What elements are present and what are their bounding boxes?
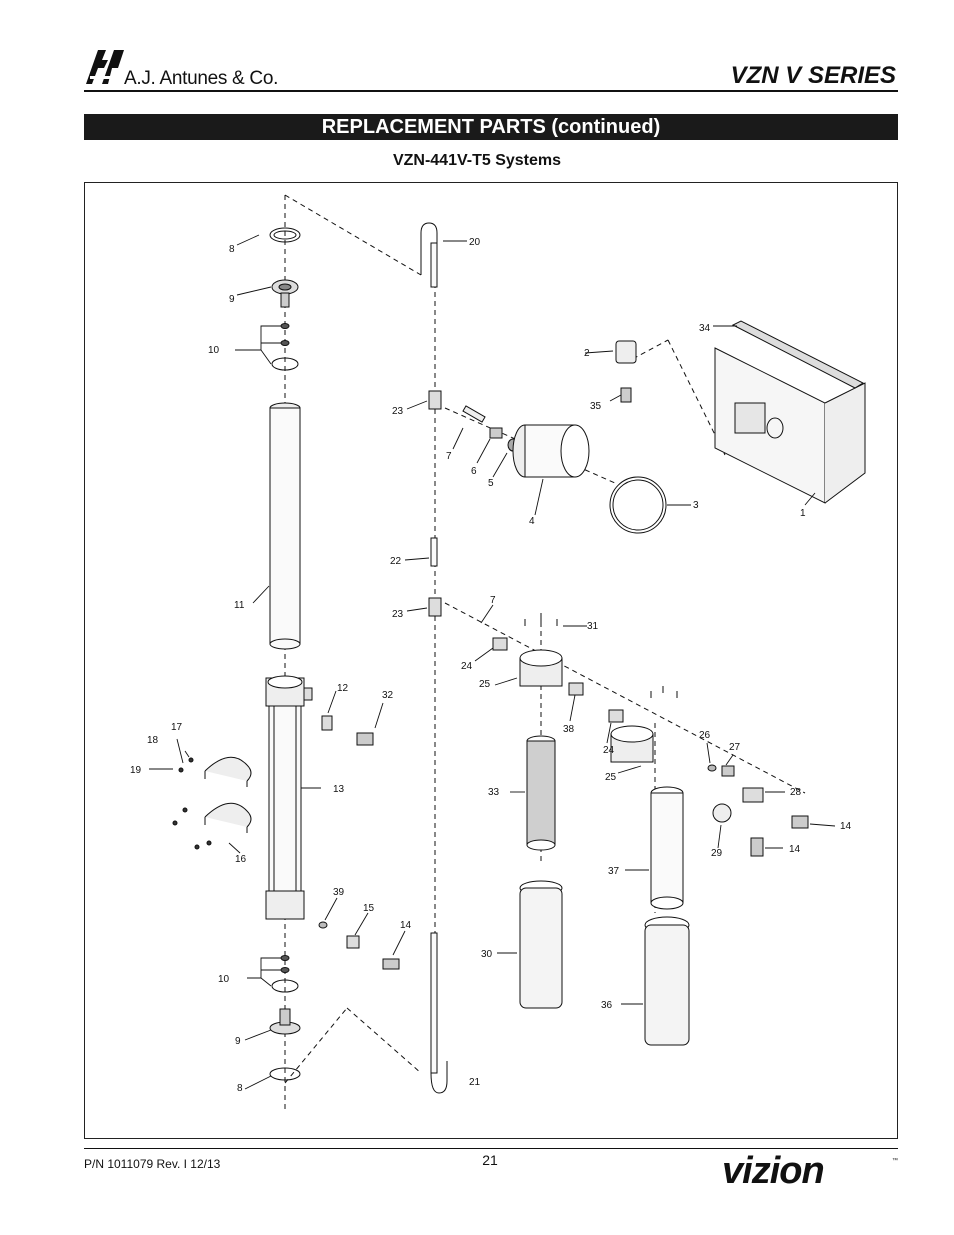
callout-5: 5 (488, 478, 494, 489)
callout-2: 2 (584, 348, 590, 359)
callout-25b: 25 (605, 772, 617, 783)
part-number: P/N 1011079 Rev. I 12/13 (84, 1157, 221, 1171)
page-number: 21 (482, 1152, 498, 1168)
callout-37: 37 (608, 866, 620, 877)
callout-18: 18 (147, 735, 159, 746)
trademark-mark: ™ (892, 1158, 898, 1164)
callout-14c: 14 (789, 844, 801, 855)
callout-24: 24 (461, 661, 473, 672)
callout-9: 9 (229, 294, 235, 305)
series-title: VZN V SERIES (730, 62, 896, 89)
callout-8: 8 (229, 244, 235, 255)
callout-27: 27 (729, 742, 741, 753)
callout-31: 31 (587, 621, 599, 632)
callout-7: 7 (446, 451, 452, 462)
callout-22: 22 (390, 556, 402, 567)
callout-33: 33 (488, 787, 500, 798)
callout-9b: 9 (235, 1036, 241, 1047)
callout-26: 26 (699, 730, 711, 741)
brand-wordmark: vizion (722, 1150, 825, 1192)
callout-12: 12 (337, 683, 349, 694)
callout-24b: 24 (603, 745, 615, 756)
callout-25: 25 (479, 679, 491, 690)
callout-10b: 10 (218, 974, 230, 985)
header-rule (84, 90, 898, 92)
callout-29: 29 (711, 848, 723, 859)
footer-rule (84, 1148, 898, 1149)
callout-7b: 7 (490, 595, 496, 606)
callout-8b: 8 (237, 1083, 243, 1094)
company-logo: A.J. Antunes & Co. (84, 44, 284, 90)
callout-36: 36 (601, 1000, 613, 1011)
callout-11: 11 (234, 600, 245, 611)
callout-15: 15 (363, 903, 375, 914)
callout-30: 30 (481, 949, 493, 960)
callout-39: 39 (333, 887, 345, 898)
callout-21: 21 (469, 1077, 481, 1088)
callout-1: 1 (800, 508, 806, 519)
callout-32: 32 (382, 690, 394, 701)
callout-23: 23 (392, 406, 404, 417)
callout-14b: 14 (840, 821, 852, 832)
callout-10: 10 (208, 345, 220, 356)
callout-28: 28 (790, 787, 802, 798)
callout-17: 17 (171, 722, 183, 733)
callout-19: 19 (130, 765, 142, 776)
exploded-parts-diagram: 8 9 10 11 13 12 32 17 18 19 16 39 15 14 … (130, 194, 866, 1113)
section-banner: REPLACEMENT PARTS (continued) (84, 114, 898, 140)
callout-16: 16 (235, 854, 247, 865)
callout-4: 4 (529, 516, 535, 527)
company-name: A.J. Antunes & Co. (124, 68, 279, 89)
diagram-subtitle: VZN-441V-T5 Systems (392, 152, 562, 169)
callout-38: 38 (563, 724, 575, 735)
diagram-callouts: 8 9 10 11 13 12 32 17 18 19 16 39 15 14 … (130, 237, 852, 1094)
callout-34: 34 (699, 323, 711, 334)
diagram-frame (84, 182, 898, 1139)
callout-23b: 23 (392, 609, 404, 620)
aj-logo-icon (86, 50, 124, 84)
callout-3: 3 (693, 500, 699, 511)
callout-14: 14 (400, 920, 412, 931)
callout-6: 6 (471, 466, 477, 477)
callout-35: 35 (590, 401, 602, 412)
callout-20: 20 (469, 237, 481, 248)
vizion-logo: vizion ™ (722, 1150, 898, 1192)
callout-13: 13 (333, 784, 345, 795)
